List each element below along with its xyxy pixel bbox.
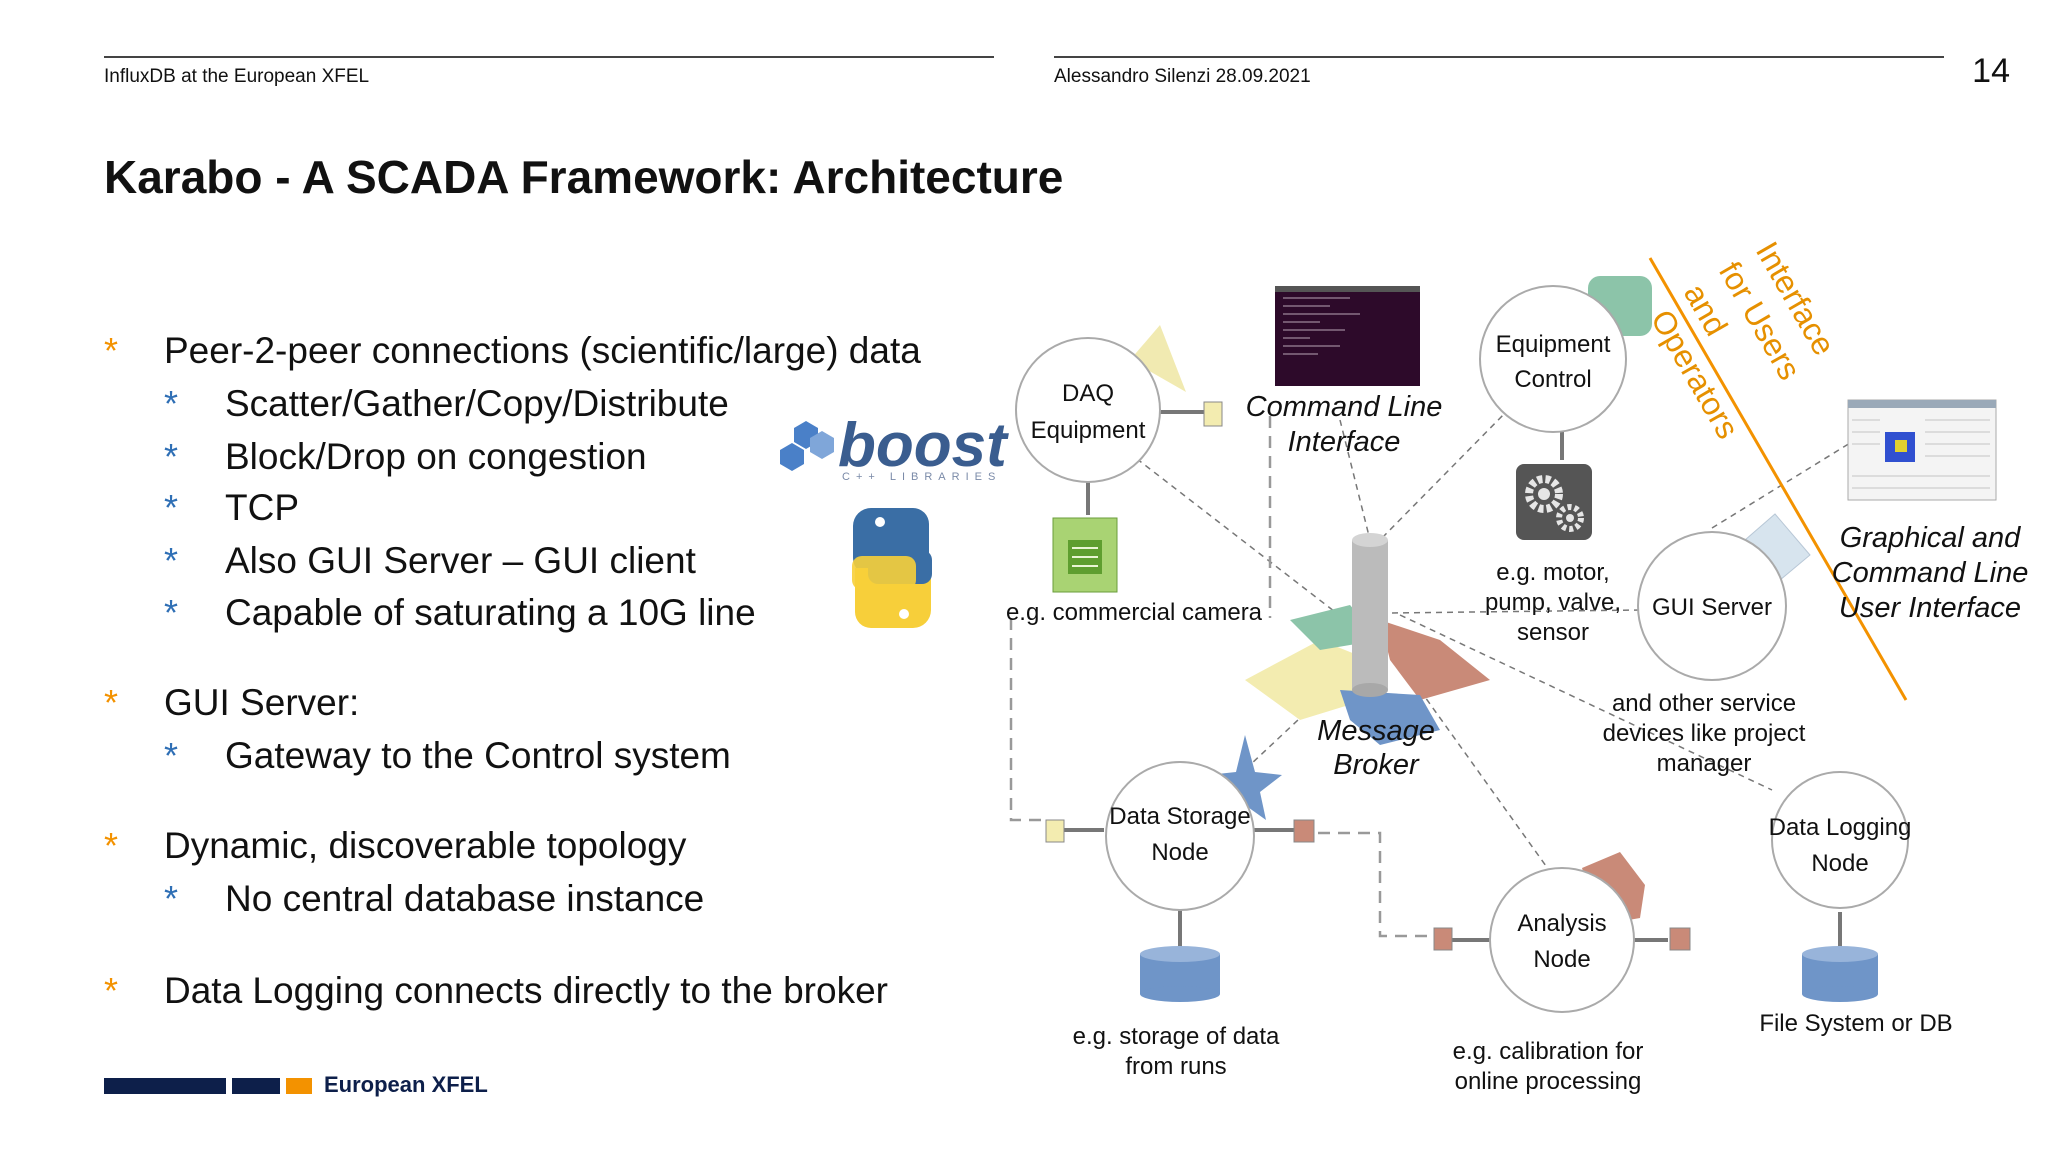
- message-broker-icon: [1245, 533, 1490, 745]
- database-icon: [1802, 946, 1878, 1002]
- bullet-text: GUI Server:: [164, 682, 360, 723]
- connectors: [1045, 401, 1691, 951]
- data-storage-label: Data Storage: [1109, 803, 1250, 830]
- footer-bar-short: [232, 1078, 280, 1094]
- motor-note: pump, valve,: [1485, 589, 1621, 616]
- database-icon: [1140, 946, 1220, 1002]
- bullet-text: Dynamic, discoverable topology: [164, 825, 687, 866]
- bullet-text: Capable of saturating a 10G line: [225, 592, 756, 633]
- analysis-node-label: Analysis: [1517, 910, 1606, 937]
- header-author-date: Alessandro Silenzi 28.09.2021: [1054, 66, 1311, 87]
- bullet-text: No central database instance: [225, 878, 705, 919]
- boost-logo: boost C++ LIBRARIES: [780, 411, 1009, 483]
- node-circles: [1015, 285, 1909, 1013]
- equipment-control-label: Equipment: [1496, 331, 1611, 358]
- bullet-text: Gateway to the Control system: [225, 735, 731, 776]
- header-rule-left: [104, 56, 994, 58]
- message-broker-label: Broker: [1333, 749, 1420, 781]
- motor-note: e.g. motor,: [1496, 559, 1609, 586]
- bullet-marker: *: [164, 592, 179, 633]
- terminal-window-thumbnail: [1275, 286, 1420, 386]
- bullet-marker: *: [104, 682, 119, 723]
- boost-subtitle: C++ LIBRARIES: [842, 471, 1001, 483]
- daq-label: Equipment: [1031, 417, 1146, 444]
- bullet-text: Peer-2-peer connections (scientific/larg…: [164, 330, 921, 371]
- bullet-marker: *: [104, 330, 119, 371]
- motor-note: sensor: [1517, 619, 1589, 646]
- bullet-text: TCP: [225, 487, 299, 528]
- bullet-marker: *: [164, 878, 179, 919]
- other-services-note: and other service: [1612, 690, 1796, 717]
- bullet-marker: *: [164, 436, 179, 477]
- node-stubs: [1062, 410, 1842, 955]
- bullet-text: Data Logging connects directly to the br…: [164, 970, 888, 1011]
- graphical-ui-label: Graphical and: [1840, 522, 2021, 554]
- file-system-note: File System or DB: [1759, 1010, 1952, 1037]
- slide-title: Karabo - A SCADA Framework: Architecture: [104, 151, 1064, 203]
- bullet-text: Block/Drop on congestion: [225, 436, 647, 477]
- bullet-marker: *: [164, 735, 179, 776]
- equipment-control-label: Control: [1514, 366, 1591, 393]
- bullet-marker: *: [164, 540, 179, 581]
- calibration-note: online processing: [1455, 1068, 1642, 1095]
- header-presentation-title: InfluxDB at the European XFEL: [104, 66, 370, 87]
- python-logo: [852, 508, 932, 628]
- cli-label: Command Line: [1246, 391, 1443, 423]
- bullet-text: Also GUI Server – GUI client: [225, 540, 696, 581]
- message-broker-label: Message: [1317, 715, 1435, 747]
- data-storage-label: Node: [1151, 839, 1208, 866]
- gui-window-thumbnail: [1847, 399, 1997, 501]
- other-services-note: devices like project: [1603, 720, 1806, 747]
- bullet-marker: *: [164, 487, 179, 528]
- p2p-channels: [1009, 416, 1432, 938]
- boost-wordmark: boost: [838, 411, 1009, 480]
- interface-divider: [1648, 257, 1908, 701]
- camera-note: e.g. commercial camera: [1006, 599, 1263, 626]
- bullet-text: Scatter/Gather/Copy/Distribute: [225, 383, 729, 424]
- bullet-marker: *: [104, 970, 119, 1011]
- other-services-note: manager: [1657, 750, 1752, 777]
- gui-server-label: GUI Server: [1652, 594, 1772, 621]
- data-logging-label: Node: [1811, 850, 1868, 877]
- bullet-marker: *: [104, 825, 119, 866]
- page-number: 14: [1972, 52, 2010, 90]
- broker-connections: [1127, 407, 1856, 867]
- daq-label: DAQ: [1062, 380, 1114, 407]
- camera-chip-icon: [1052, 517, 1118, 593]
- header-rule-right: [1054, 56, 1944, 58]
- calibration-note: e.g. calibration for: [1453, 1038, 1644, 1065]
- data-logging-label: Data Logging: [1769, 814, 1912, 841]
- storage-note: e.g. storage of data: [1073, 1023, 1280, 1050]
- analysis-node-label: Node: [1533, 946, 1590, 973]
- cli-label: Interface: [1288, 426, 1401, 458]
- graphical-ui-label: User Interface: [1839, 592, 2021, 624]
- bullet-marker: *: [164, 383, 179, 424]
- european-xfel-logo: European XFEL: [324, 1072, 488, 1097]
- graphical-ui-label: Command Line: [1832, 557, 2029, 589]
- gear-icon: [1516, 464, 1592, 540]
- footer-bar-long: [104, 1078, 226, 1094]
- storage-note: from runs: [1125, 1053, 1226, 1080]
- footer-accent: [286, 1078, 312, 1094]
